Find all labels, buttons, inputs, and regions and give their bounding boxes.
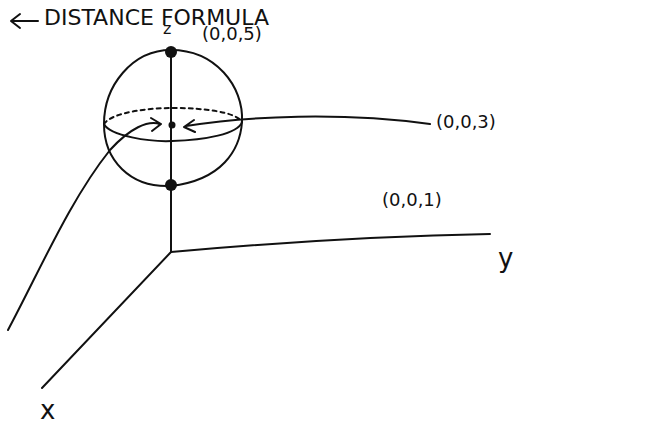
point-dot [165,46,177,58]
equator-front [104,122,242,141]
axis-name: x [40,396,55,425]
x-axis [42,252,171,388]
pointer-arrow [11,14,38,28]
axis-name: y [498,244,513,273]
point-dot [165,179,177,191]
leader-line [184,117,430,132]
leader-line [8,118,161,330]
center-dot [169,122,176,129]
sphere-outline [104,50,242,186]
z-axis [170,50,172,252]
axis-name: z [163,20,171,38]
y-axis [171,234,490,252]
point-label: (0,0,3) [436,112,496,132]
point-label: (0,0,1) [382,190,442,210]
point-label: (0,0,5) [202,24,262,44]
